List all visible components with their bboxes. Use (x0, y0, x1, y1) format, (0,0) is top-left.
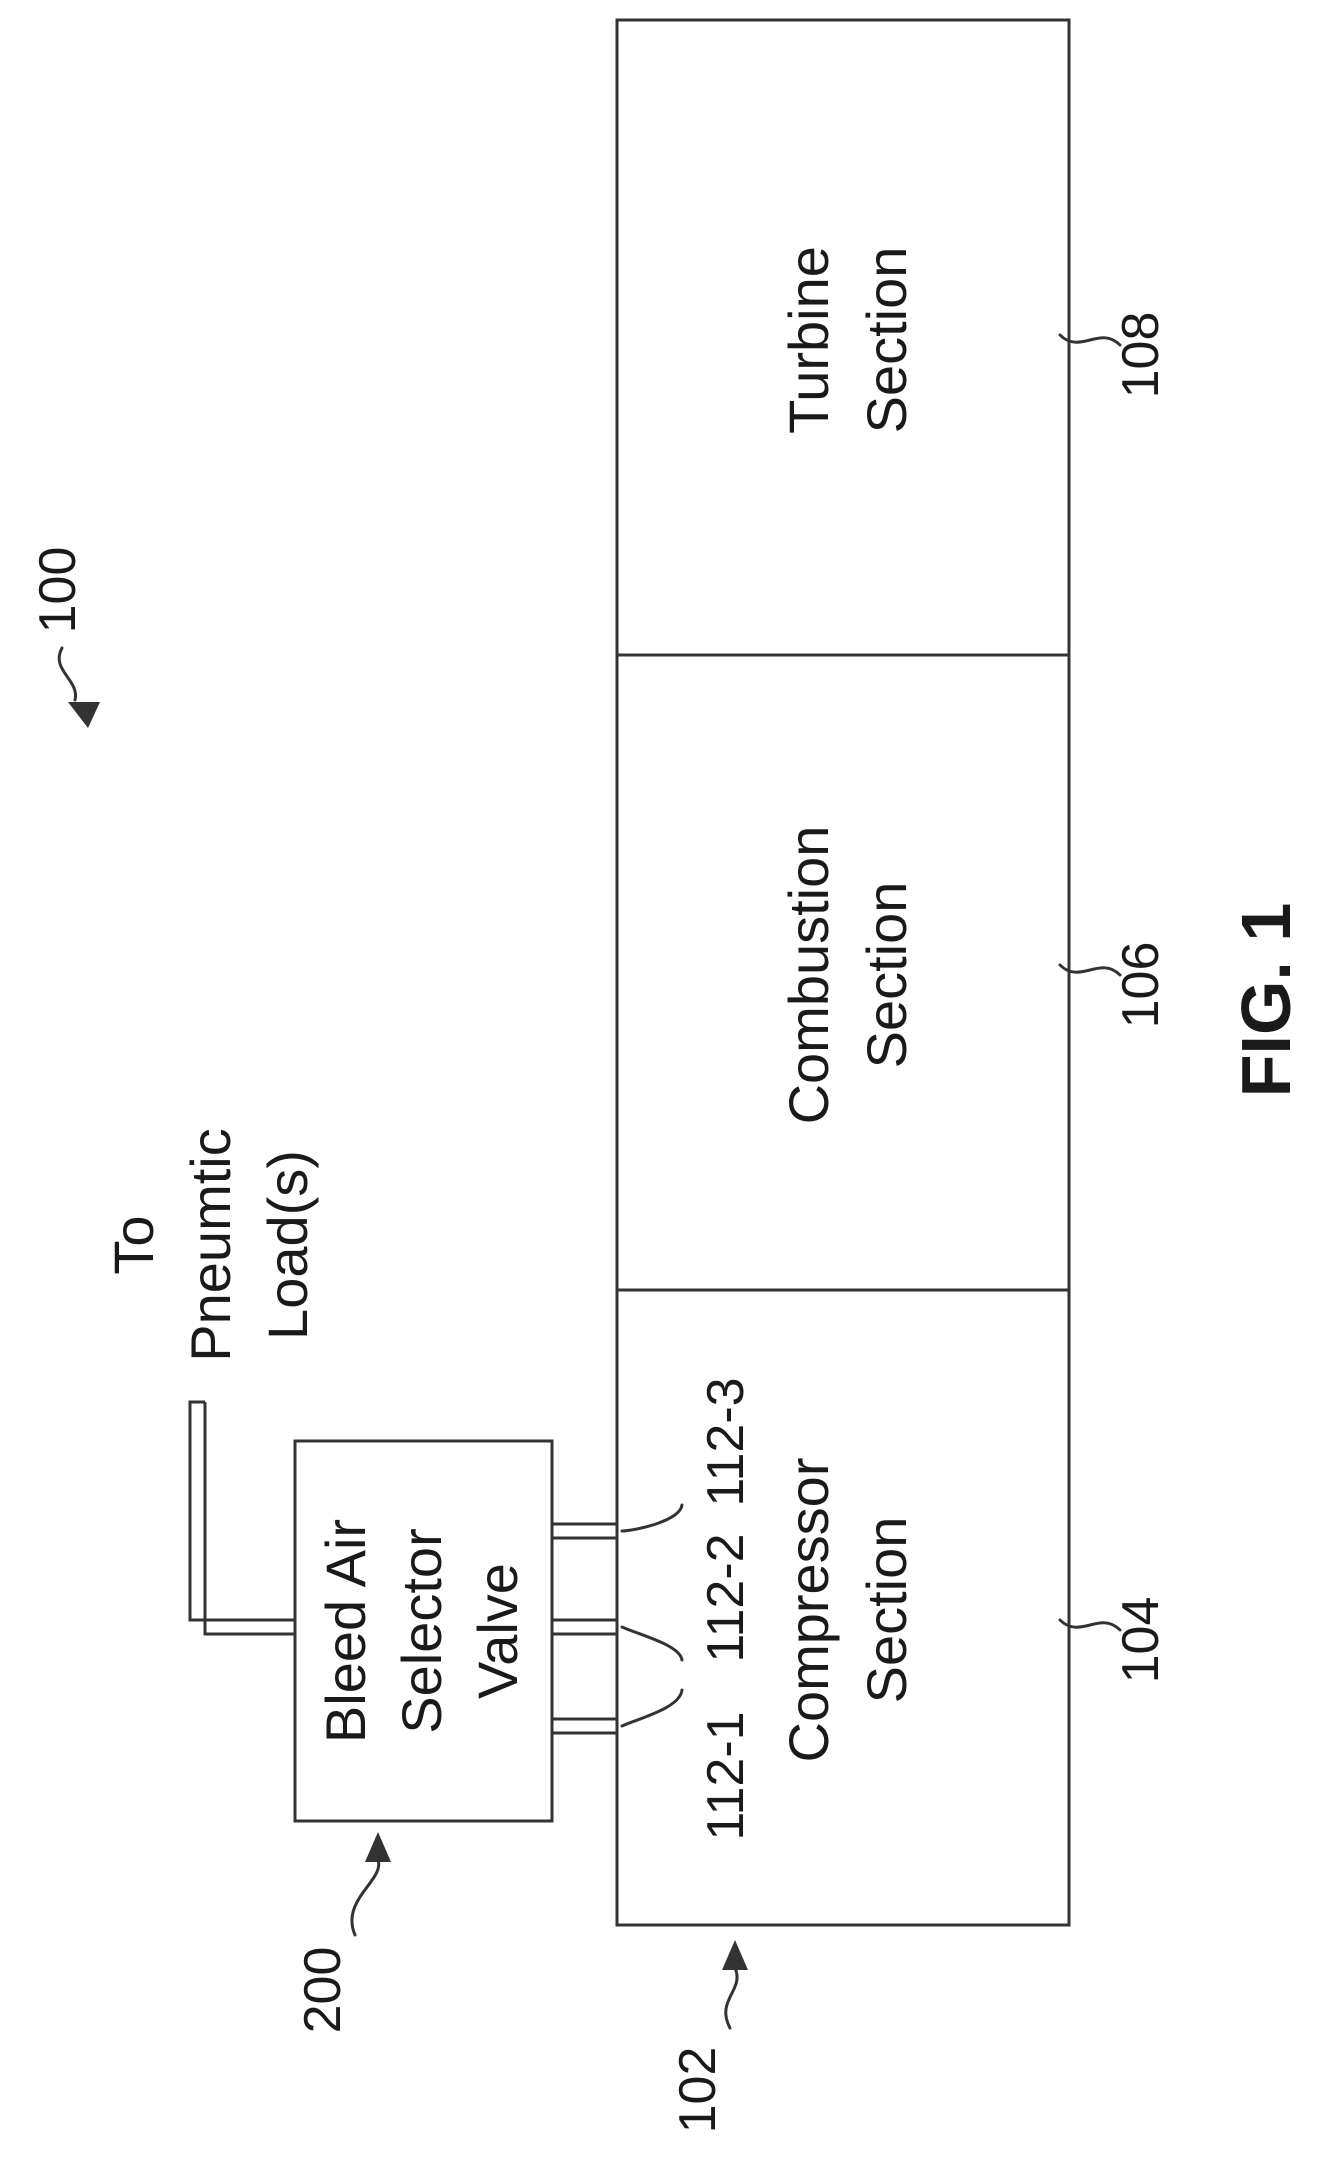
compressor-section-label-line1: Compressor (777, 1458, 840, 1763)
bleed-port-112-2-ref: 112-2 (697, 1533, 755, 1662)
combustion-section-label-line1: Combustion (777, 826, 840, 1125)
valve-ref: 200 (294, 1947, 352, 2034)
pneumatic-load-label-line3: Load(s) (256, 1150, 319, 1340)
valve-label-line1: Bleed Air (314, 1519, 377, 1743)
pneumatic-load-label-line2: Pneumtic (179, 1128, 242, 1361)
valve-label-line2: Selector (390, 1528, 453, 1733)
combustion-section-label-line2: Section (855, 882, 918, 1069)
combustion-section-ref: 106 (1112, 942, 1170, 1029)
bleed-port-112-1-leader (622, 1690, 682, 1726)
engine-ref: 102 (669, 2047, 727, 2134)
turbine-section-label-line2: Section (855, 247, 918, 434)
bleed-port-112-3-pipe (552, 1524, 617, 1538)
valve-ref-leader (352, 1860, 379, 1935)
system-ref-arrowhead (68, 702, 100, 728)
figure-caption: FIG. 1 (1227, 903, 1305, 1097)
bleed-port-112-1-pipe (552, 1719, 617, 1733)
bleed-port-112-3-ref: 112-3 (697, 1377, 755, 1506)
system-ref-leader (59, 648, 75, 700)
pneumatic-load-label-line1: To (102, 1215, 165, 1274)
engine-ref-arrowhead (722, 1940, 748, 1970)
compressor-section-ref: 104 (1112, 1597, 1170, 1684)
pneumatic-outlet-pipe (190, 1402, 295, 1634)
valve-ref-arrowhead (365, 1832, 391, 1862)
turbine-section-ref: 108 (1112, 312, 1170, 399)
combustion-section-box (617, 655, 1069, 1290)
valve-label-line3: Valve (466, 1563, 529, 1699)
bleed-port-112-2-pipe (552, 1620, 617, 1634)
compressor-section-box (617, 1290, 1069, 1925)
turbine-section-box (617, 20, 1069, 655)
turbine-section-label-line1: Turbine (777, 246, 840, 434)
bleed-port-112-2-leader (622, 1627, 682, 1660)
bleed-port-112-1-ref: 112-1 (697, 1711, 755, 1840)
bleed-port-112-3-leader (622, 1505, 682, 1531)
engine-ref-leader (726, 1968, 737, 2028)
compressor-section-label-line2: Section (855, 1517, 918, 1704)
system-ref: 100 (29, 547, 87, 634)
